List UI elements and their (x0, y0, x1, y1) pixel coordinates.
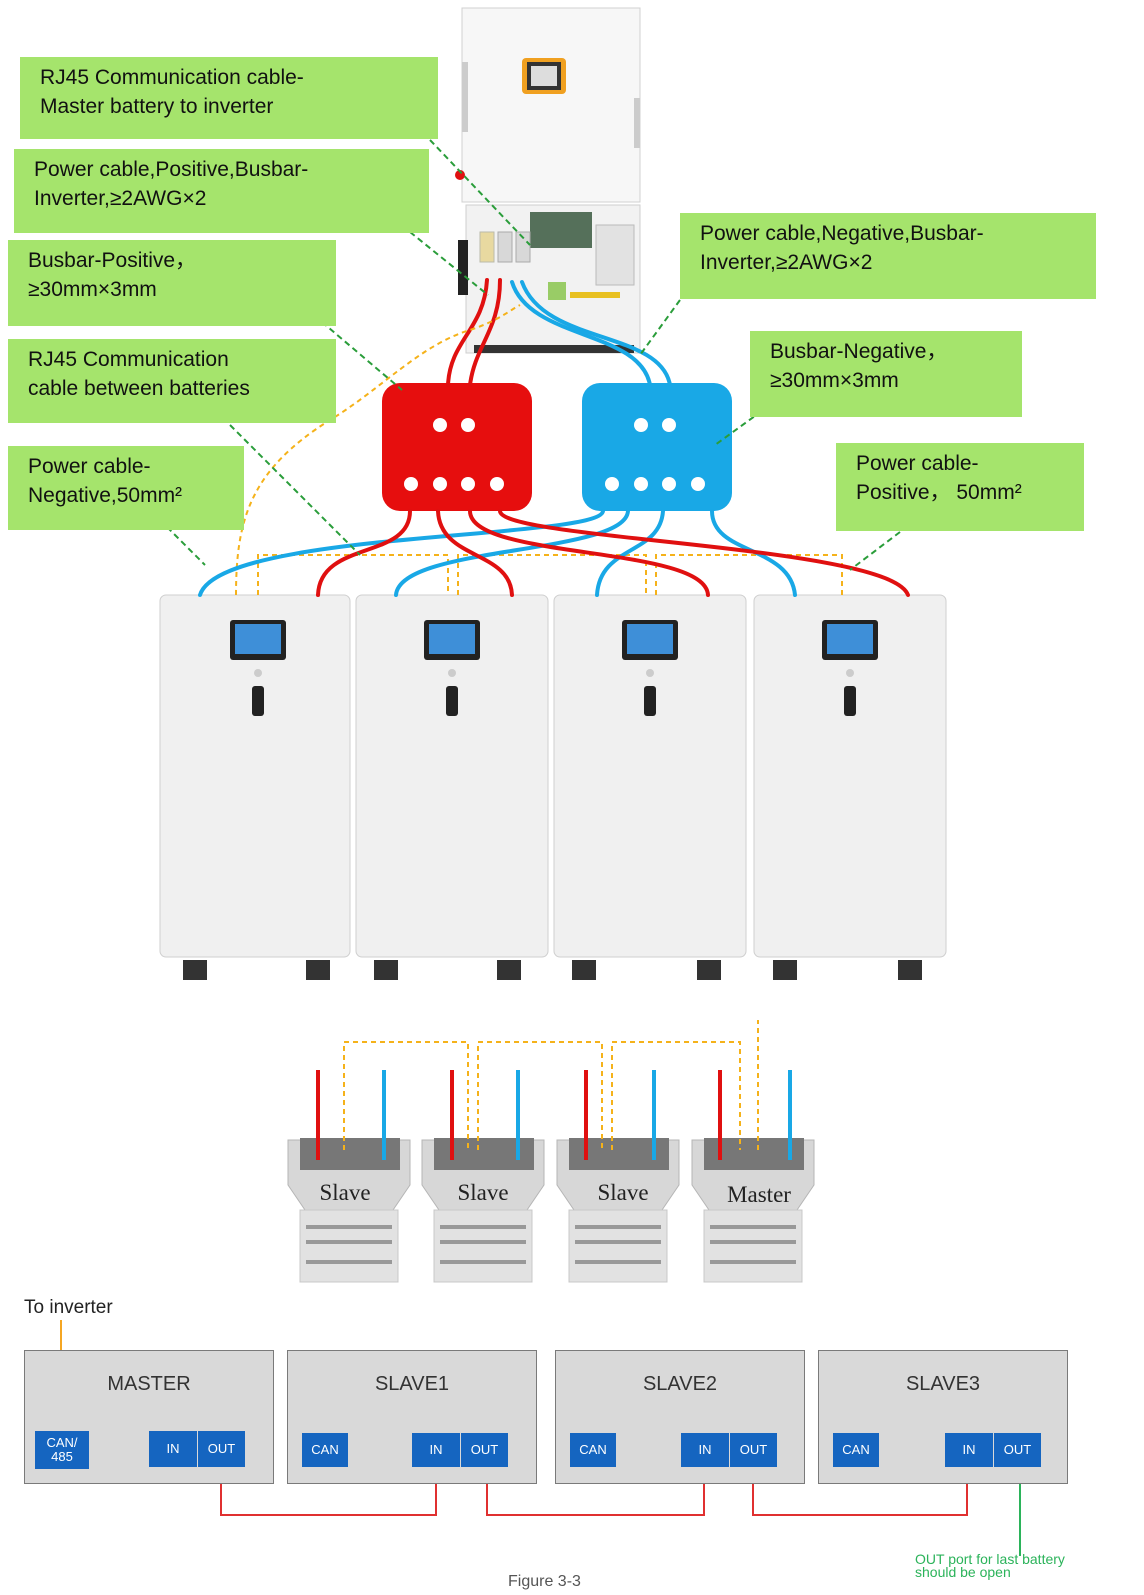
port-in: IN (681, 1433, 729, 1467)
unit-title: MASTER (107, 1373, 191, 1395)
module-label-slave: Slave (319, 1180, 371, 1205)
battery-cabinet (553, 594, 747, 980)
module-label-master: Master (727, 1182, 791, 1207)
port-can: CAN (302, 1433, 348, 1467)
unit-title: SLAVE2 (642, 1373, 718, 1395)
port-in: IN (412, 1433, 460, 1467)
to-inverter-label: To inverter (24, 1297, 113, 1318)
battery-module-top (691, 1138, 815, 1283)
callout-rj45-master-to-inverter: RJ45 Communication cable- Master battery… (20, 57, 438, 139)
callout-power-cable-positive-50: Power cable- Positive， 50mm² (836, 443, 1084, 531)
port-out: OUT (460, 1433, 508, 1467)
callout-leaders (159, 139, 901, 571)
top-view-power-cables (316, 1070, 792, 1160)
callout-power-cable-negative-50: Power cable- Negative,50mm² (8, 446, 244, 530)
unit-master: MASTER CAN/ 485 IN OUT (24, 1350, 274, 1484)
callout-rj45-between-batteries: RJ45 Communication cable between batteri… (8, 339, 336, 423)
port-out: OUT (729, 1433, 777, 1467)
module-label-slave: Slave (597, 1180, 649, 1205)
callout-busbar-positive: Busbar-Positive， ≥30mm×3mm (8, 240, 336, 326)
callout-power-cable-positive-busbar: Power cable,Positive,Busbar- Inverter,≥2… (14, 149, 429, 233)
inverter-busbar-cables (446, 278, 672, 387)
battery-cabinet (159, 594, 351, 980)
battery-module-top (421, 1138, 545, 1283)
port-can: CAN (833, 1433, 879, 1467)
unit-slave2: SLAVE2 CAN IN OUT (555, 1350, 805, 1484)
battery-module-top (287, 1138, 411, 1283)
unit-slave3: SLAVE3 CAN IN OUT (818, 1350, 1068, 1484)
top-view-modules (287, 1138, 815, 1283)
callout-busbar-negative: Busbar-Negative， ≥30mm×3mm (750, 331, 1022, 417)
figure-caption: Figure 3-3 (508, 1573, 581, 1590)
module-label-slave: Slave (457, 1180, 509, 1205)
battery-module-top (556, 1138, 680, 1283)
battery-cabinet (355, 594, 549, 980)
top-view-comm-cables (343, 1020, 759, 1150)
battery-cabinet (753, 594, 947, 980)
busbar-positive (382, 383, 532, 511)
port-in: IN (945, 1433, 993, 1467)
last-battery-note: OUT port for last battery should be open (915, 1551, 1065, 1580)
battery-power-cables (198, 509, 910, 597)
battery-cabinets (159, 594, 947, 980)
port-out: OUT (993, 1433, 1041, 1467)
callout-power-cable-negative-busbar: Power cable,Negative,Busbar- Inverter,≥2… (680, 213, 1096, 299)
unit-title: SLAVE3 (905, 1373, 981, 1395)
port-in: IN (149, 1431, 197, 1467)
unit-title: SLAVE1 (374, 1373, 450, 1395)
unit-slave1: SLAVE1 CAN IN OUT (287, 1350, 537, 1484)
busbar-negative (582, 383, 732, 511)
port-out: OUT (197, 1431, 245, 1467)
inverter (455, 7, 641, 354)
port-can-485: CAN/ 485 (35, 1431, 89, 1469)
port-can: CAN (570, 1433, 616, 1467)
